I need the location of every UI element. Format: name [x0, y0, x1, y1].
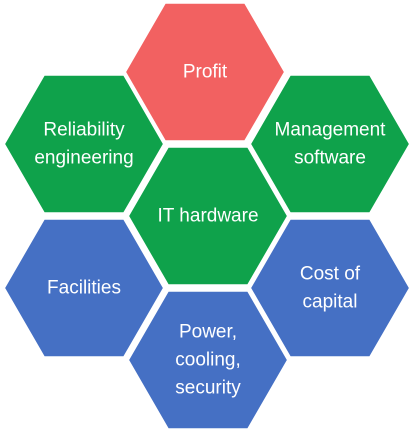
hexagon-shape-cost-of-capital	[248, 217, 412, 359]
hexagon-shape-reliability-engineering	[2, 73, 166, 215]
hexagon-label-it-hardware: IT hardware	[157, 206, 258, 227]
hexagon-label-management-software: software	[294, 148, 366, 169]
hexagon-shape-management-software	[248, 73, 412, 215]
hexagon-label-power-cooling-security: cooling,	[175, 350, 241, 371]
hexagon-shape-power-cooling-security	[126, 289, 290, 431]
hexagon-profit: Profit	[123, 1, 287, 143]
hexagon-label-cost-of-capital: Cost of	[300, 264, 361, 285]
hexagon-label-power-cooling-security: Power,	[179, 322, 237, 343]
hexagon-label-cost-of-capital: capital	[303, 292, 358, 313]
hexagon-facilities: Facilities	[2, 217, 166, 359]
hexagon-label-profit: Profit	[183, 62, 228, 83]
hexagon-label-power-cooling-security: security	[175, 378, 241, 399]
hexagon-power-cooling-security: Power, cooling, security	[126, 289, 290, 431]
hexagon-label-reliability-engineering: engineering	[34, 148, 133, 169]
hexagon-management-software: Management software	[248, 73, 412, 215]
hexagon-label-management-software: Management	[275, 120, 387, 141]
hexagon-it-hardware: IT hardware	[126, 145, 290, 287]
hexagon-shape-it-hardware	[126, 145, 290, 287]
hexagon-cost-of-capital: Cost of capital	[248, 217, 412, 359]
hexagon-label-reliability-engineering: Reliability	[43, 120, 125, 141]
hexagon-shape-profit	[123, 1, 287, 143]
hexagon-shape-facilities	[2, 217, 166, 359]
hexagon-reliability-engineering: Reliability engineering	[2, 73, 166, 215]
hexagon-label-facilities: Facilities	[47, 278, 121, 299]
